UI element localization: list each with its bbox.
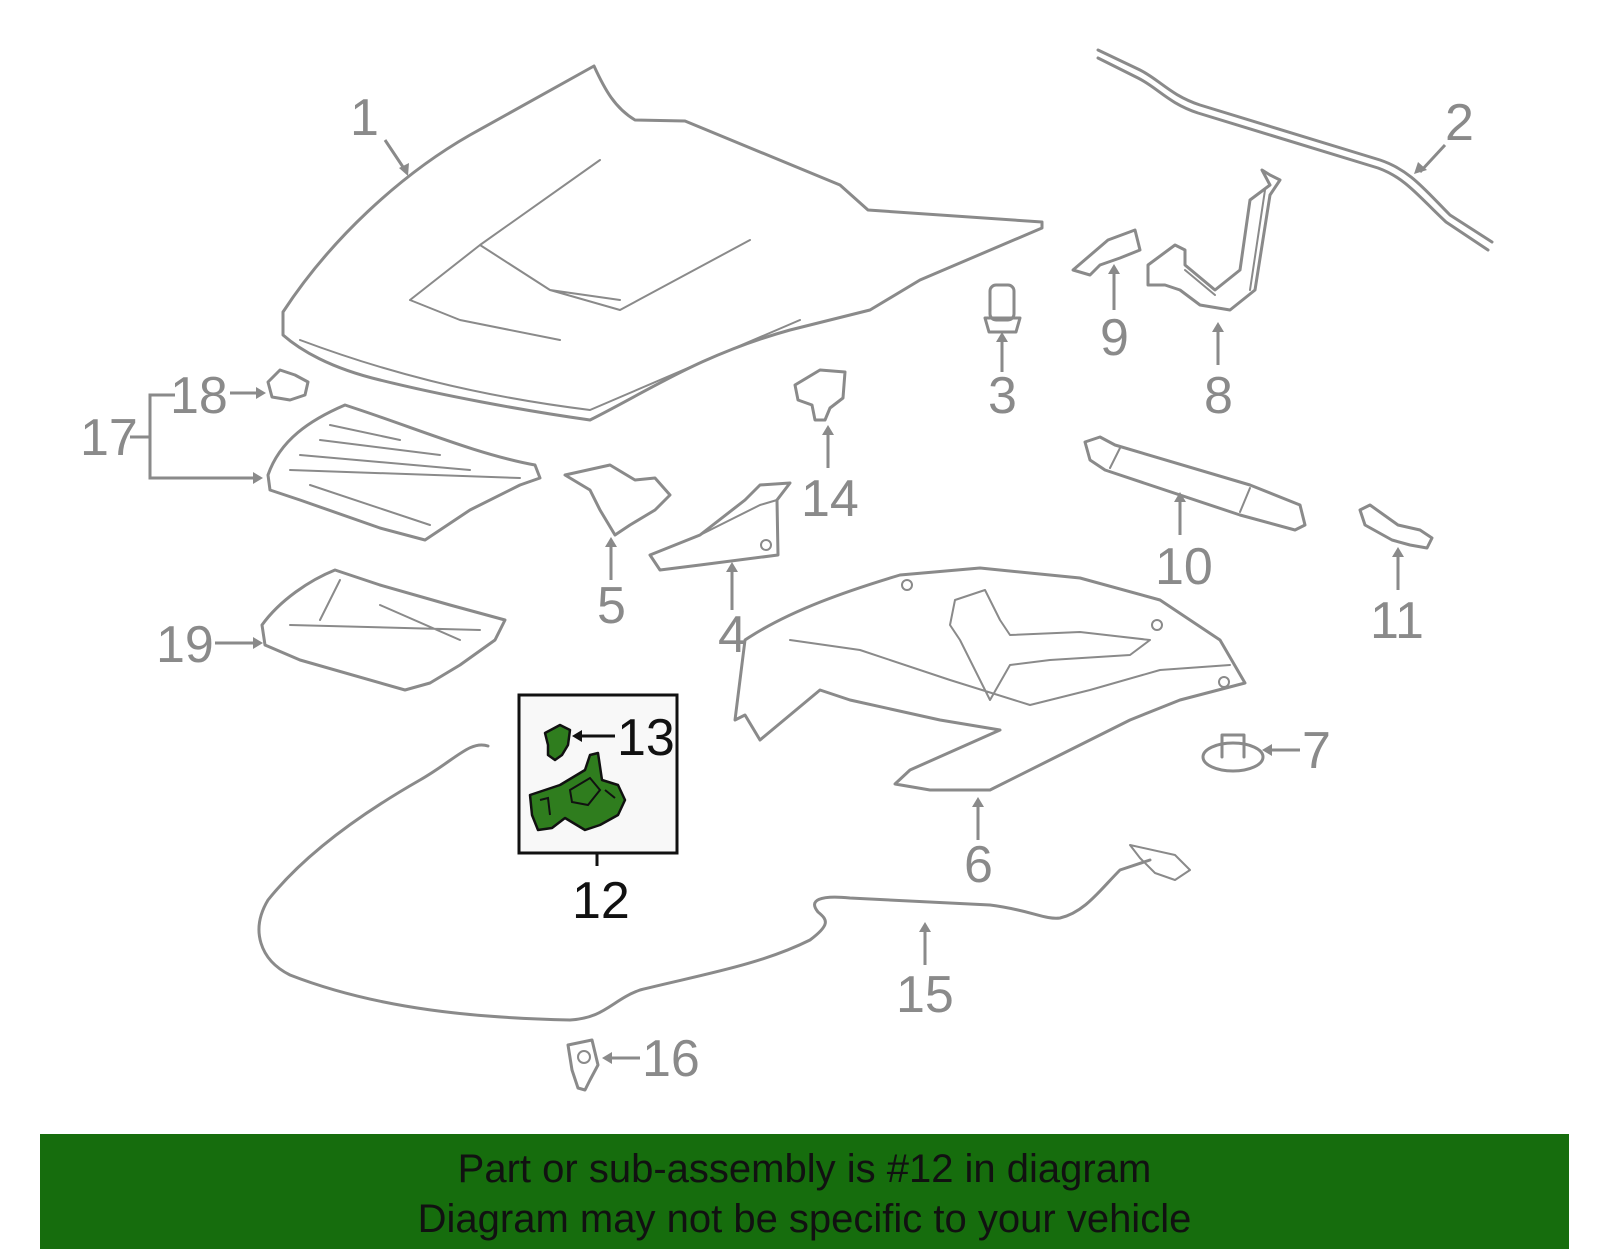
arrow-4 — [726, 562, 738, 572]
label-3: 3 — [988, 367, 1017, 425]
label-2: 2 — [1445, 94, 1474, 152]
part-9-reinforcement[interactable] — [1071, 228, 1142, 277]
label-11: 11 — [1370, 592, 1424, 650]
label-10: 10 — [1155, 538, 1213, 596]
part-10-strut[interactable] — [1083, 435, 1307, 532]
arrow-6 — [972, 797, 984, 807]
part-13-clip[interactable] — [543, 723, 572, 762]
arrow-17 — [253, 472, 263, 484]
arrow-5 — [605, 537, 617, 547]
arrow-1 — [399, 163, 409, 176]
part-2-weatherstrip[interactable] — [1096, 48, 1494, 252]
label-16: 16 — [642, 1030, 700, 1088]
arrow-3 — [996, 332, 1008, 342]
part-14-bracket[interactable] — [793, 368, 847, 422]
label-5: 5 — [597, 577, 626, 635]
banner-line-1: Part or sub-assembly is #12 in diagram — [457, 1147, 1152, 1191]
info-banner: Part or sub-assembly is #12 in diagram D… — [40, 1134, 1569, 1249]
arrow-13 — [572, 730, 582, 742]
label-6: 6 — [964, 836, 993, 894]
highlight-box-12[interactable] — [517, 693, 679, 855]
arrow-18 — [256, 387, 266, 399]
part-6-insulator[interactable] — [733, 566, 1247, 792]
label-12: 12 — [572, 872, 630, 930]
arrow-14 — [822, 425, 834, 435]
arrow-16 — [602, 1052, 612, 1064]
arrow-10 — [1174, 492, 1186, 502]
part-4-bracket[interactable] — [648, 481, 792, 572]
leader-1 — [383, 139, 407, 171]
label-18: 18 — [170, 367, 228, 425]
part-17-vent-grille[interactable] — [266, 403, 542, 542]
part-3-bumper[interactable] — [983, 283, 1022, 334]
label-1: 1 — [350, 89, 379, 147]
part-18-clip[interactable] — [266, 368, 310, 402]
banner-line-2: Diagram may not be specific to your vehi… — [417, 1197, 1192, 1241]
part-1-hood[interactable] — [281, 64, 1044, 422]
part-7-clip[interactable] — [1201, 733, 1265, 773]
part-11-bolt[interactable] — [1358, 503, 1434, 550]
arrow-8 — [1212, 322, 1224, 332]
part-16-clip[interactable] — [566, 1038, 600, 1092]
arrow-19 — [253, 637, 263, 649]
label-15: 15 — [896, 966, 954, 1024]
label-17: 17 — [80, 409, 138, 467]
label-7: 7 — [1302, 722, 1331, 780]
arrow-9 — [1108, 264, 1120, 274]
label-9: 9 — [1100, 309, 1129, 367]
part-5-bracket[interactable] — [563, 463, 672, 537]
label-13: 13 — [617, 709, 675, 767]
part-19-vent-base[interactable] — [260, 568, 507, 692]
label-8: 8 — [1204, 367, 1233, 425]
arrow-11 — [1392, 547, 1404, 557]
part-15-cable[interactable] — [257, 743, 1191, 1022]
arrow-15 — [919, 922, 931, 932]
label-19: 19 — [156, 616, 214, 674]
arrow-2 — [1414, 162, 1427, 174]
parts-diagram: 1 2 3 4 5 6 7 — [80, 48, 1494, 1092]
part-12-latch[interactable] — [528, 751, 627, 832]
arrow-7 — [1262, 744, 1272, 756]
label-14: 14 — [801, 470, 859, 528]
part-8-hinge[interactable] — [1146, 168, 1282, 312]
